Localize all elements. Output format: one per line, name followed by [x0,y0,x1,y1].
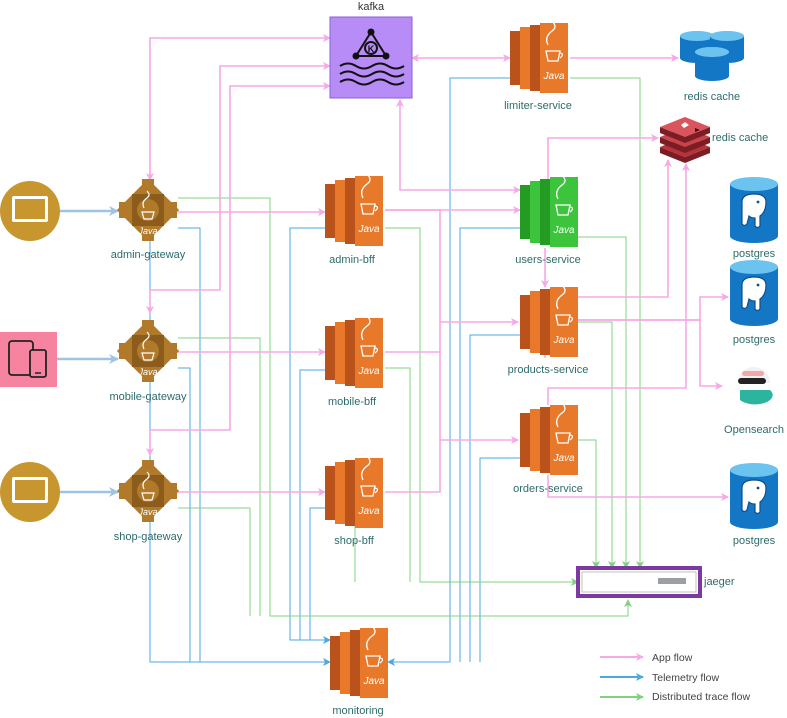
java-text: Java [357,366,380,377]
java-text: Java [137,226,157,236]
products-service-node[interactable]: Java [520,284,578,357]
java-text: Java [357,506,380,517]
postgres-icon [741,479,767,515]
users-service-node[interactable]: Java [520,174,578,247]
redis-cache-red[interactable] [660,117,710,163]
postgres-label-1: postgres [732,248,776,260]
opensearch-icon [738,367,773,405]
java-text: Java [137,367,157,377]
legend [600,653,644,701]
legend-telemetry-flow: Telemetry flow [652,672,720,684]
mobile-gateway-node[interactable]: Java [116,319,180,383]
mobile-bff-node[interactable]: Java [325,315,383,388]
shop-gateway-label: shop-gateway [113,531,183,543]
mobile-gateway-label: mobile-gateway [109,391,187,403]
app-flow-lines [146,34,729,501]
java-text: Java [362,676,385,687]
admin-gateway-node[interactable]: Java [116,178,180,242]
postgres-icon [741,276,767,312]
opensearch-node[interactable] [738,367,773,405]
client-arrows [57,206,119,497]
java-icon [555,284,574,326]
java-icon [141,471,155,501]
desktop-client-admin [0,181,60,241]
postgres-label-3: postgres [732,535,776,547]
redis-icon [660,117,710,163]
java-text: Java [542,71,565,82]
postgres-icon [741,193,767,229]
java-text: Java [552,453,575,464]
redis-cache-blue[interactable] [680,31,744,81]
jaeger-label: jaeger [704,576,735,588]
java-icon [360,455,379,497]
mobile-client [0,332,57,387]
postgres-node-1[interactable] [730,177,778,243]
java-icon [360,315,379,357]
java-text: Java [137,507,157,517]
legend-trace-flow: Distributed trace flow [652,691,751,703]
legend-app-flow: App flow [652,652,693,664]
java-icon [141,331,155,361]
mobile-bff-label: mobile-bff [327,396,377,408]
products-service-label: products-service [507,364,589,376]
java-icon [360,173,379,215]
java-icon [555,174,574,216]
database-icon [680,31,744,81]
java-text: Java [357,224,380,235]
java-icon [365,625,384,667]
shop-bff-label: shop-bff [334,535,374,547]
opensearch-label: Opensearch [724,424,784,436]
kafka-icon [339,28,405,86]
limiter-service-node[interactable]: Java [510,20,568,93]
kafka-node[interactable]: K [329,16,413,99]
kafka-label: kafka [357,1,385,13]
java-icon [555,402,574,444]
admin-bff-label: admin-bff [329,254,375,266]
jaeger-node[interactable] [576,566,702,598]
postgres-node-3[interactable] [730,463,778,529]
postgres-label-2: postgres [732,334,776,346]
java-icon [141,190,155,220]
shop-bff-node[interactable]: Java [325,455,383,528]
java-icon [545,20,564,62]
desktop-client-shop [0,462,60,522]
limiter-service-label: limiter-service [504,100,572,112]
users-service-label: users-service [515,254,581,266]
postgres-node-2[interactable] [730,260,778,326]
redis-cache-label-1: redis cache [683,91,741,103]
admin-bff-node[interactable]: Java [325,173,383,246]
orders-service-label: orders-service [513,483,583,495]
java-text: Java [552,335,575,346]
shop-gateway-node[interactable]: Java [116,459,180,523]
monitoring-label: monitoring [332,705,384,717]
svg-text:K: K [368,44,375,54]
redis-cache-label-2: redis cache [712,132,769,144]
postgres-group [730,177,778,529]
monitoring-node[interactable]: Java [330,625,388,698]
admin-gateway-label: admin-gateway [110,249,186,261]
orders-service-node[interactable]: Java [520,402,578,475]
java-text: Java [552,225,575,236]
